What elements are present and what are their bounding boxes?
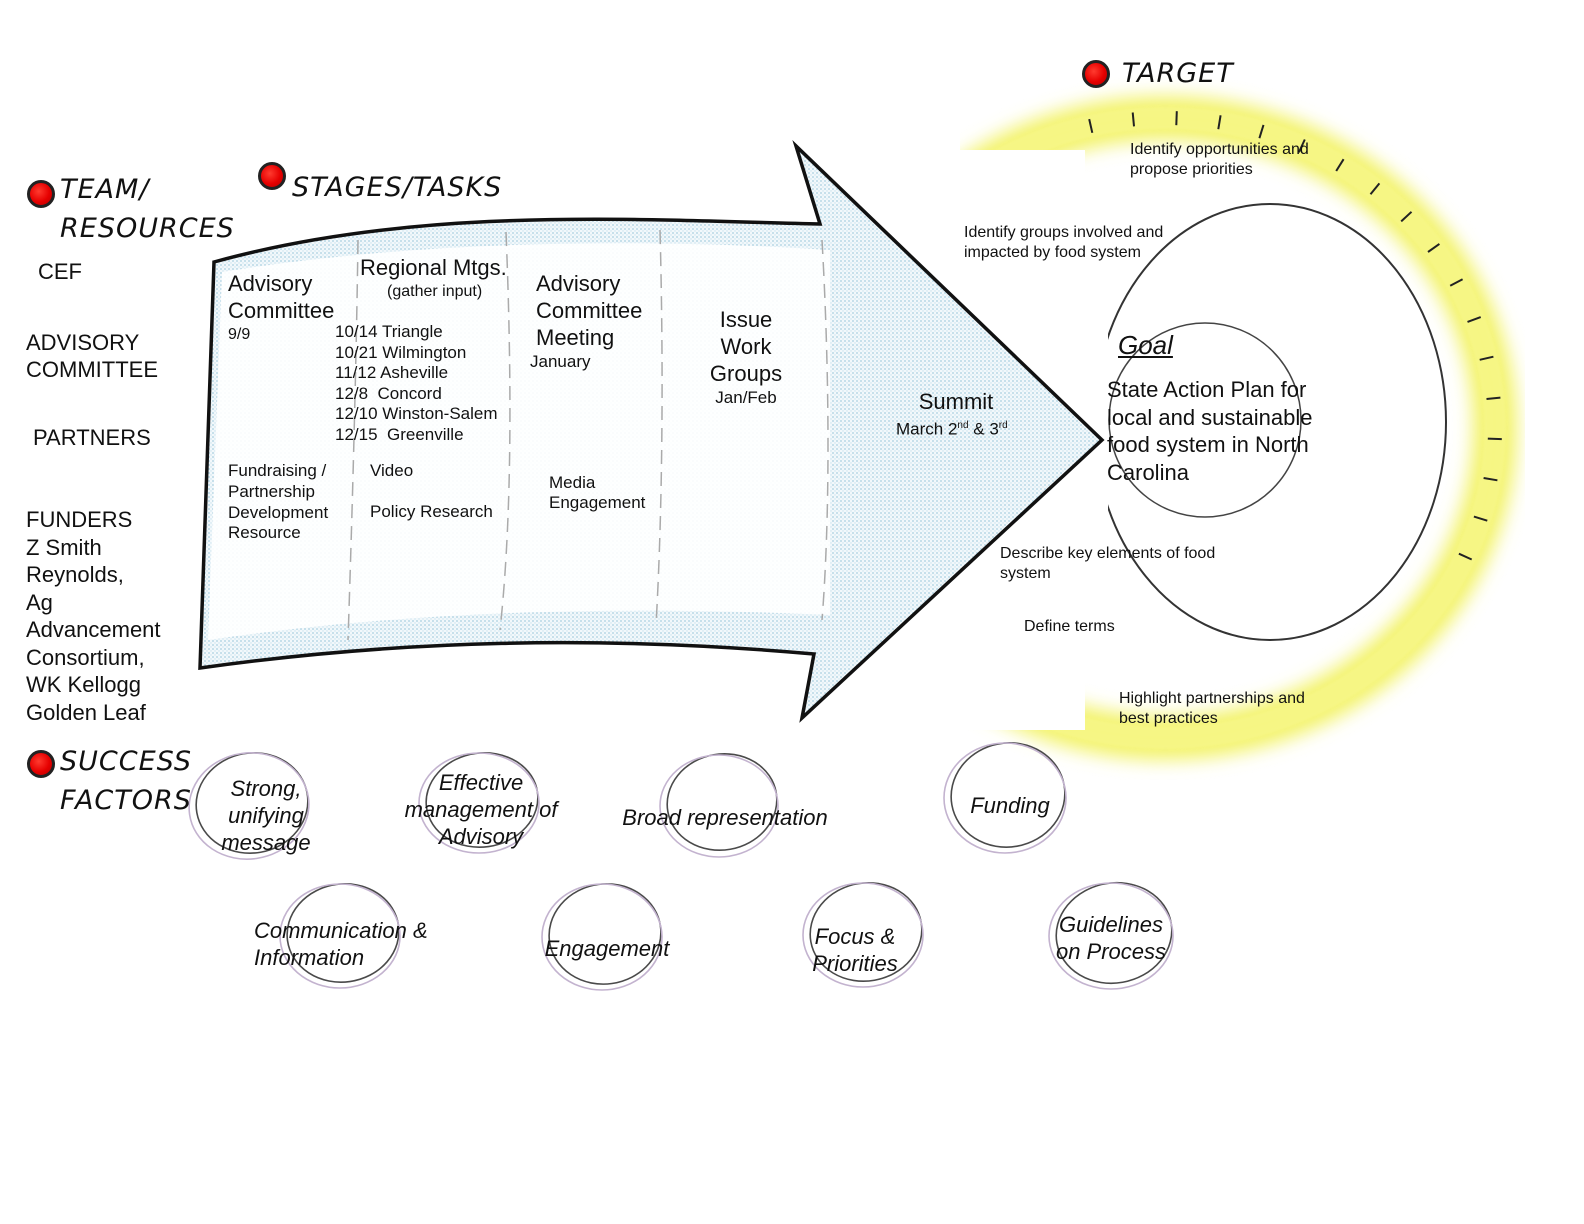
circle-focus: [802, 881, 924, 988]
stage-media-task: Media Engagement: [549, 473, 646, 512]
circle-communication: [279, 883, 401, 989]
resource-cef: CEF: [38, 259, 82, 284]
stages-marker-icon: [258, 162, 286, 190]
stage-regional-title: Regional Mtgs.: [360, 255, 507, 280]
target-tick-mark: [1335, 158, 1345, 172]
target-item-opportunities: Identify opportunities and propose prior…: [1130, 141, 1309, 178]
stage-dividers: [347, 229, 829, 641]
team-resources-header: TEAM/ RESOURCES: [60, 174, 235, 244]
factor-guidelines: Guidelines on Process: [1055, 912, 1167, 964]
summit-sup-rd: rd: [998, 420, 1008, 431]
target-item-partnerships: Highlight partnerships and best practice…: [1119, 690, 1305, 727]
target-tick-mark: [1400, 211, 1413, 223]
stage-video-task: Video: [370, 461, 414, 480]
stage-policy-task: Policy Research: [370, 502, 493, 521]
resource-funders: FUNDERS Z Smith Reynolds, Ag Advancement…: [26, 507, 161, 725]
stage-advisory-meeting-title: Advisory Committee Meeting: [536, 271, 643, 350]
summit-sup-nd: nd: [957, 420, 969, 431]
stage-work-groups-title: Issue Work Groups: [709, 307, 783, 386]
stage-regional-meetings: 10/14 Triangle 10/21 Wilmington 11/12 As…: [335, 322, 498, 444]
target-marker-icon: [1082, 60, 1110, 88]
factor-communication: Communication & Information: [254, 918, 428, 970]
target-tick-mark: [1458, 552, 1473, 561]
target-header: TARGET: [1122, 58, 1234, 89]
target-tick-mark: [1131, 112, 1135, 127]
stage-regional-subtitle: (gather input): [387, 283, 483, 300]
stage-summit-title: Summit: [918, 389, 994, 414]
target-item-terms: Define terms: [1024, 618, 1115, 635]
factor-strong-message: Strong, unifying message: [221, 776, 311, 855]
factor-circles: [188, 742, 1174, 991]
target-tick-mark: [1449, 278, 1464, 287]
factor-engagement: Engagement: [544, 936, 670, 961]
circle-strong: [188, 752, 310, 860]
target-tick-mark: [1473, 515, 1488, 522]
summit-date-mid: & 3: [968, 419, 999, 439]
factor-funding: Funding: [970, 793, 1050, 818]
target-tick-mark: [1467, 316, 1482, 323]
factor-broad-representation: Broad representation: [622, 805, 828, 830]
target-ticks: [1088, 111, 1502, 561]
stage-summit-date: March 2nd & 3rd: [896, 416, 1008, 440]
stages-tasks-header: STAGES/TASKS: [292, 172, 503, 203]
target-tick-mark: [1486, 396, 1501, 400]
target-glow: [960, 96, 1517, 760]
target-tick-mark: [1479, 355, 1494, 361]
goal-text: State Action Plan for local and sustaina…: [1107, 377, 1313, 485]
circle-engagement: [541, 883, 663, 991]
target-tick-mark: [1258, 124, 1265, 139]
stage-advisory-committee-date: 9/9: [228, 326, 251, 343]
resource-advisory-committee: ADVISORY COMMITTEE: [26, 330, 158, 382]
circle-effective: [418, 752, 540, 854]
resource-partners: PARTNERS: [33, 425, 151, 450]
target-tick-mark: [1487, 437, 1502, 441]
target-item-elements: Describe key elements of food system: [1000, 545, 1216, 582]
success-factors-header: SUCCESS FACTORS: [60, 746, 192, 816]
success-marker-icon: [27, 750, 55, 778]
target-tick-mark: [1297, 139, 1306, 153]
target-tick-mark: [1175, 111, 1178, 126]
target-tick-mark: [1369, 182, 1381, 195]
summit-date-text: March 2: [896, 419, 958, 439]
factor-effective-management: Effective management of Advisory: [404, 770, 558, 849]
target-item-groups: Identify groups involved and impacted by…: [964, 224, 1164, 261]
stage-advisory-meeting-date: January: [530, 352, 591, 371]
team-marker-icon: [27, 180, 55, 208]
stage-work-groups-date: Jan/Feb: [715, 388, 777, 407]
circle-funding: [943, 742, 1067, 854]
circle-guidelines: [1048, 881, 1174, 990]
target-tick-mark: [1483, 477, 1498, 482]
factor-focus-priorities: Focus & Priorities: [812, 924, 898, 976]
stage-advisory-committee-title: Advisory Committee: [228, 271, 335, 323]
goal-circle: [1108, 322, 1302, 518]
target-tick-mark: [1088, 118, 1094, 134]
target-tick-mark: [1427, 243, 1440, 253]
circle-broad: [659, 752, 779, 858]
target-tick-mark: [1217, 115, 1222, 130]
goal-label: Goal: [1118, 330, 1173, 360]
stage-fundraising-task: Fundraising / Partnership Development Re…: [228, 461, 329, 543]
